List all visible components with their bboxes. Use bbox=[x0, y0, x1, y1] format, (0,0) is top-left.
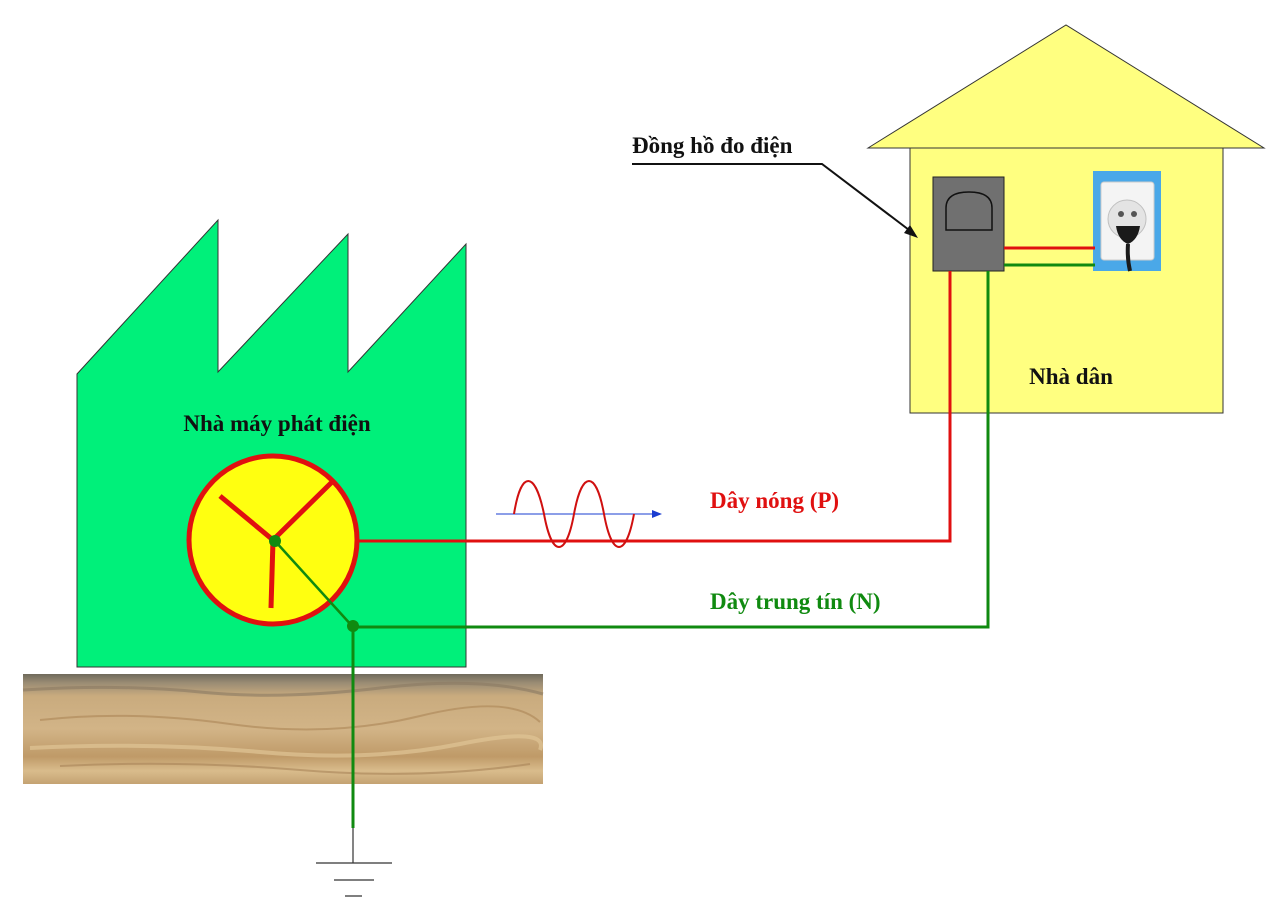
neutral-wire bbox=[353, 271, 990, 629]
house-roof bbox=[866, 24, 1266, 149]
meter-callout-line bbox=[632, 163, 914, 234]
meter-callout-arrowhead bbox=[904, 225, 918, 238]
hot-wire-label: Dây nóng (P) bbox=[710, 488, 839, 513]
meter-label: Đồng hồ đo điện bbox=[632, 133, 793, 158]
alternating-current-wave-icon bbox=[496, 480, 662, 548]
star-point-node bbox=[269, 535, 281, 547]
house-label: Nhà dân bbox=[1029, 364, 1113, 389]
wall-socket-with-plug-icon bbox=[1093, 171, 1161, 272]
neutral-wire-label: Dây trung tín (N) bbox=[710, 589, 881, 614]
star-point-neutral-link bbox=[274, 540, 354, 628]
neutral-ground-node bbox=[347, 620, 359, 632]
factory-building bbox=[76, 218, 467, 668]
electric-meter-icon bbox=[932, 176, 1005, 272]
factory-label: Nhà máy phát điện bbox=[183, 411, 370, 436]
ground-symbol-icon bbox=[316, 828, 392, 897]
hot-wire bbox=[355, 271, 952, 543]
soil-layer bbox=[22, 674, 544, 784]
